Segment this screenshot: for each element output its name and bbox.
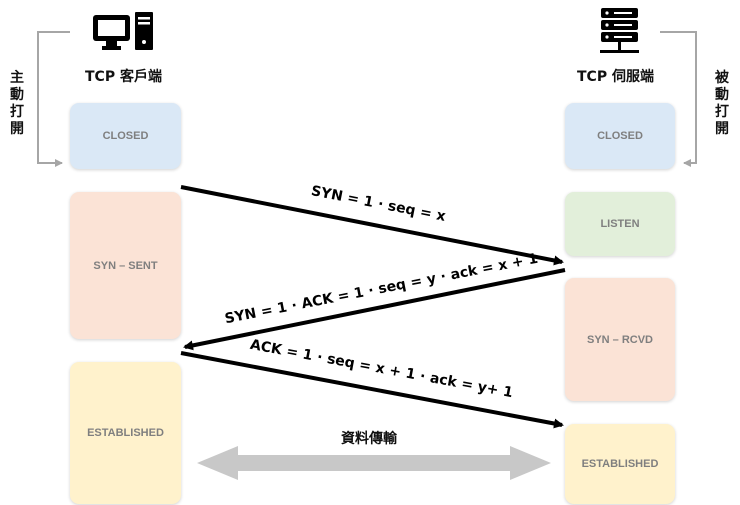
data-transfer-label: 資料傳輸 (341, 431, 397, 447)
active-open-label: 主動打開 (10, 70, 24, 137)
client-state-established: ESTABLISHED (70, 362, 181, 504)
syn-ack-arrow (183, 268, 566, 351)
ack-arrow (180, 351, 564, 429)
server-open-bracket (660, 31, 697, 167)
server-rack-icon (600, 8, 639, 53)
syn-arrow (180, 185, 564, 266)
data-transfer-arrow (197, 446, 551, 480)
server-state-established: ESTABLISHED (565, 424, 675, 504)
client-open-bracket (37, 31, 70, 167)
desktop-computer-icon (93, 12, 153, 50)
client-title: TCP 客戶端 (85, 69, 162, 85)
client-state-closed: CLOSED (70, 103, 181, 169)
server-state-syn-rcvd: SYN – RCVD (565, 278, 675, 401)
server-title: TCP 伺服端 (577, 69, 654, 85)
server-state-listen: LISTEN (565, 192, 675, 256)
client-state-syn-sent: SYN – SENT (70, 192, 181, 339)
server-state-closed: CLOSED (565, 103, 675, 169)
passive-open-label: 被動打開 (715, 70, 729, 137)
